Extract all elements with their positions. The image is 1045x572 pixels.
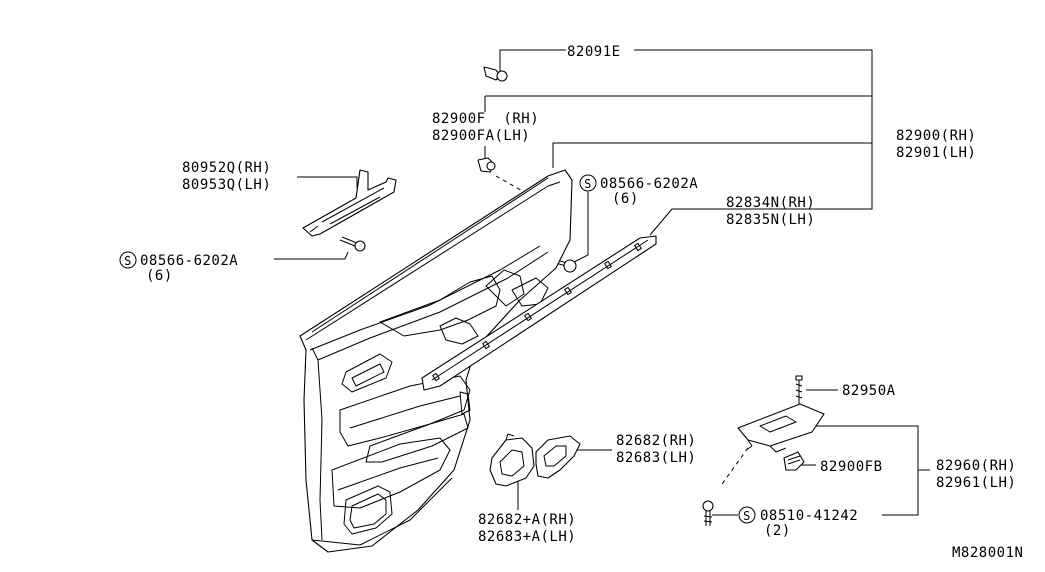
label-screw-upper-right-qty: (6) [612,191,639,207]
part-labels: 82091E 82900F (RH) 82900FA(LH) 82900(RH)… [140,44,1023,561]
label-screw-left-qty: (6) [146,268,173,284]
label-82091e: 82091E [567,44,621,60]
label-82900-rh: 82900(RH) [896,128,976,144]
screw-symbol-glyph: S [584,177,592,191]
label-82835n-lh: 82835N(LH) [726,212,815,228]
bolt-82950a-drawing [795,375,803,404]
bracket-80952q-drawing [302,169,397,237]
clip-82091e-drawing [483,66,508,82]
label-screw-upper-right: 08566-6202A [600,176,698,192]
screw-symbol-left: S [119,251,137,269]
label-82682a-rh: 82682+A(RH) [478,512,576,528]
diagram-code: M828001N [952,545,1023,561]
escutcheon-82682a-drawing [489,433,535,487]
label-82901-lh: 82901(LH) [896,145,976,161]
label-80953q-lh: 80953Q(LH) [182,177,271,193]
label-82950a: 82950A [842,383,896,399]
label-82834n-rh: 82834N(RH) [726,195,815,211]
clip-82900fb-drawing [783,451,805,471]
door-trim-panel-drawing [299,169,573,553]
screw-symbol-glyph: S [743,509,751,523]
label-82900f-rh: 82900F (RH) [432,111,539,127]
label-82961-lh: 82961(LH) [936,475,1016,491]
leader-lines [274,49,930,516]
screw-upper-right-drawing [551,258,577,273]
clip-82900f-drawing [477,152,496,173]
label-82900fb: 82900FB [820,459,883,475]
label-82683a-lh: 82683+A(LH) [478,529,576,545]
screw-left-drawing [339,236,366,252]
label-82960-rh: 82960(RH) [936,458,1016,474]
label-82683-lh: 82683(LH) [616,450,696,466]
label-screw-left: 08566-6202A [140,253,238,269]
label-screw-lower: 08510-41242 [760,508,858,524]
screw-symbol-glyph: S [124,254,132,268]
screw-lower-drawing [702,500,714,526]
screw-symbol-upper-right: S [579,174,597,192]
label-80952q-rh: 80952Q(RH) [182,160,271,176]
switch-bracket-82960-drawing [737,403,825,453]
label-82900fa-lh: 82900FA(LH) [432,128,530,144]
label-82682-rh: 82682(RH) [616,433,696,449]
finisher-82682-drawing [535,435,581,479]
label-screw-lower-qty: (2) [764,523,791,539]
seal-82834n-drawing [421,235,657,391]
screw-symbol-lower: S [738,506,756,524]
